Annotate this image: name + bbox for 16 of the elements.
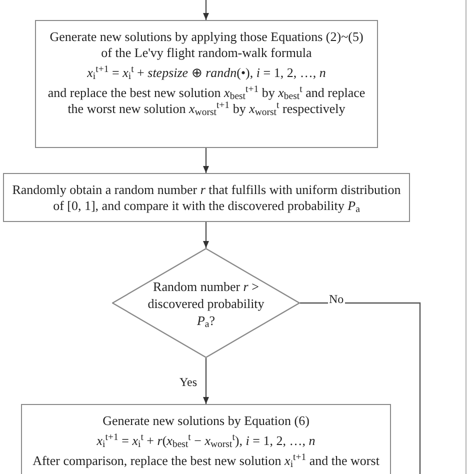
box-text: After comparison, replace the best new solution x$_{i}$$^{t+1}$ and the worst — [32, 453, 380, 469]
process-box — [3, 173, 410, 222]
process-box — [35, 20, 378, 148]
edge-label: No — [328, 293, 345, 305]
arrow — [203, 0, 209, 20]
box-text: x$_{i}$$^{t+1}$ = x$_{i}$$^{t}$ + r(x$_{best}$$^{t}$ − x$_{worst}$$^{t}$), i = 1, 2, …, n — [96, 433, 316, 449]
process-box — [21, 404, 391, 474]
decision-text: Random number r > discovered probability P$_{a}$? — [146, 278, 266, 328]
arrow — [203, 358, 209, 404]
edge-label: Yes — [178, 376, 198, 388]
box-text: Randomly obtain a random number r that fulfills with uniform distribution of [0, 1], and compare it with the discovered probability P$_{a}$ — [12, 182, 401, 214]
arrow — [203, 148, 209, 173]
arrow — [203, 222, 209, 248]
box-text: Generate new solutions by Equation (6) — [102, 413, 310, 429]
box-text: x$_{i}$$^{t+1}$ = x$_{i}$$^{t}$ + stepsize ⊕ randn(•), i = 1, 2, …, n — [87, 65, 326, 81]
box-text: and replace the best new solution x$_{best}$$^{t+1}$ by x$_{best}$$^{t}$ and replace the worst new solution x$_{worst}$$^{t+1}$ by x$_{worst}$$^{t}$ respectively — [46, 85, 366, 117]
